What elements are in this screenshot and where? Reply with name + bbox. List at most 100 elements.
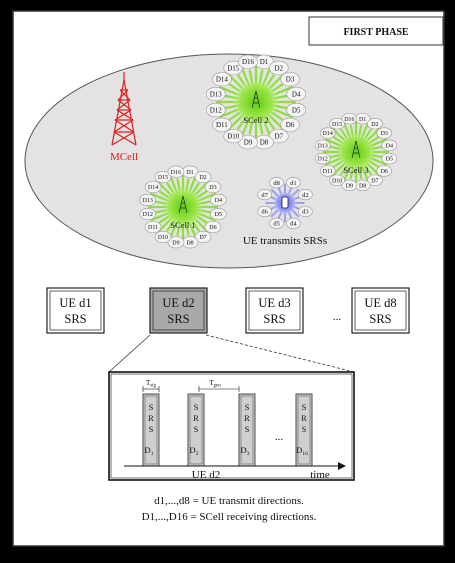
ue-direction: d5 bbox=[269, 217, 284, 229]
ue-direction: d4 bbox=[286, 217, 301, 229]
scell-direction: D6 bbox=[204, 220, 222, 234]
scell-direction: D8 bbox=[254, 135, 274, 150]
scell-direction: D5 bbox=[381, 152, 398, 165]
svg-text:d5: d5 bbox=[273, 221, 280, 228]
phase-label-box: FIRST PHASE bbox=[308, 16, 444, 46]
scell-beams bbox=[215, 61, 297, 143]
scell-direction: D12 bbox=[205, 102, 226, 118]
svg-text:D6: D6 bbox=[381, 169, 388, 175]
zoom-line-left bbox=[108, 334, 151, 373]
svg-text:D16: D16 bbox=[242, 58, 255, 66]
svg-text:D5: D5 bbox=[292, 106, 301, 114]
scell-direction: D13 bbox=[205, 86, 226, 102]
ue-direction: d8 bbox=[269, 177, 284, 189]
scell-direction: D10 bbox=[154, 230, 172, 243]
scell-direction: D16 bbox=[238, 54, 258, 69]
svg-text:Tsig: Tsig bbox=[146, 379, 157, 389]
scell-direction: D4 bbox=[381, 139, 398, 152]
svg-text:d6: d6 bbox=[261, 209, 268, 216]
t-gen-marker: Tgen bbox=[198, 379, 240, 392]
scell-clusters: D1D2D3D4D5D6D7D8D9D10D11D12D13D14D15D16S… bbox=[139, 54, 398, 249]
svg-text:D2: D2 bbox=[274, 64, 283, 72]
scell-direction: D13 bbox=[139, 193, 156, 207]
scell-direction: D6 bbox=[280, 117, 300, 132]
scell-direction: D7 bbox=[194, 230, 212, 243]
scell-direction: D9 bbox=[167, 236, 185, 249]
svg-text:D11: D11 bbox=[148, 225, 158, 231]
scell-1: D1D2D3D4D5D6D7D8D9D10D11D12D13D14D15D16S… bbox=[205, 54, 307, 150]
scell-direction: D12 bbox=[139, 207, 156, 221]
time-axis bbox=[124, 462, 346, 470]
scell-direction: D10 bbox=[223, 128, 244, 144]
svg-text:D15: D15 bbox=[158, 175, 168, 181]
svg-text:D15: D15 bbox=[227, 64, 240, 72]
scell-direction: D5 bbox=[286, 102, 307, 118]
scell-2: D1D2D3D4D5D6D7D8D9D10D11D12D13D14D15D16S… bbox=[314, 112, 398, 192]
svg-text:SRS: SRS bbox=[64, 312, 86, 326]
svg-text:D13: D13 bbox=[317, 143, 327, 149]
scell-direction: D14 bbox=[144, 180, 162, 194]
svg-text:D5: D5 bbox=[386, 157, 393, 163]
svg-text:S: S bbox=[194, 424, 199, 434]
svg-text:D8: D8 bbox=[260, 139, 269, 147]
mcell-tower-icon bbox=[111, 72, 137, 146]
svg-text:D14: D14 bbox=[216, 76, 229, 84]
svg-text:D10: D10 bbox=[332, 178, 342, 184]
scell-direction: D13 bbox=[314, 139, 331, 152]
ue-direction: d6 bbox=[257, 205, 272, 217]
scell-direction: D3 bbox=[376, 127, 393, 139]
svg-text:D9: D9 bbox=[172, 240, 179, 246]
svg-text:D2: D2 bbox=[190, 445, 199, 457]
svg-text:D6: D6 bbox=[286, 121, 295, 129]
t-sig-marker: Tsig bbox=[142, 379, 160, 392]
svg-text:D1: D1 bbox=[260, 58, 269, 66]
svg-text:D14: D14 bbox=[148, 185, 158, 191]
scell-direction: D11 bbox=[144, 220, 162, 234]
svg-text:D12: D12 bbox=[210, 106, 223, 114]
svg-text:D3: D3 bbox=[286, 76, 295, 84]
scell-direction: D4 bbox=[210, 193, 227, 207]
time-axis-label: time bbox=[310, 469, 330, 481]
scell-direction: D7 bbox=[268, 128, 289, 144]
scell-direction: D14 bbox=[212, 72, 232, 87]
svg-text:D5: D5 bbox=[215, 212, 222, 218]
scell-direction: D2 bbox=[268, 60, 289, 76]
zoom-line-right bbox=[205, 334, 355, 373]
scell-direction: D15 bbox=[329, 118, 345, 130]
scell-direction: D15 bbox=[154, 171, 172, 184]
svg-text:d8: d8 bbox=[273, 180, 280, 187]
scell-name: SCell 1 bbox=[170, 220, 195, 230]
ue-transmits-label: UE transmits SRSs bbox=[243, 235, 327, 247]
svg-text:SRS: SRS bbox=[167, 312, 189, 326]
svg-text:D3: D3 bbox=[241, 445, 250, 457]
ue-phone-icon bbox=[281, 196, 289, 209]
svg-text:D9: D9 bbox=[244, 139, 253, 147]
ue-direction: d2 bbox=[298, 189, 313, 201]
timeline-ue-label: UE d2 bbox=[192, 469, 220, 481]
scell-direction: D16 bbox=[341, 112, 358, 125]
svg-text:D13: D13 bbox=[143, 198, 153, 204]
scell-direction: D3 bbox=[280, 72, 300, 87]
scell-beams bbox=[322, 118, 390, 186]
svg-text:D4: D4 bbox=[215, 198, 222, 204]
svg-text:d7: d7 bbox=[261, 192, 268, 199]
svg-text:D10: D10 bbox=[158, 235, 168, 241]
svg-text:R: R bbox=[148, 413, 154, 423]
scell-direction: D9 bbox=[341, 179, 358, 192]
svg-text:D14: D14 bbox=[323, 131, 333, 137]
phase-label: FIRST PHASE bbox=[343, 27, 408, 38]
scell-direction: D3 bbox=[204, 180, 222, 194]
svg-text:SRS: SRS bbox=[369, 312, 391, 326]
ue-direction: d7 bbox=[257, 189, 272, 201]
scell-direction: D5 bbox=[210, 207, 227, 221]
scell-direction: D12 bbox=[314, 152, 331, 165]
ue-direction: d1 bbox=[286, 177, 301, 189]
